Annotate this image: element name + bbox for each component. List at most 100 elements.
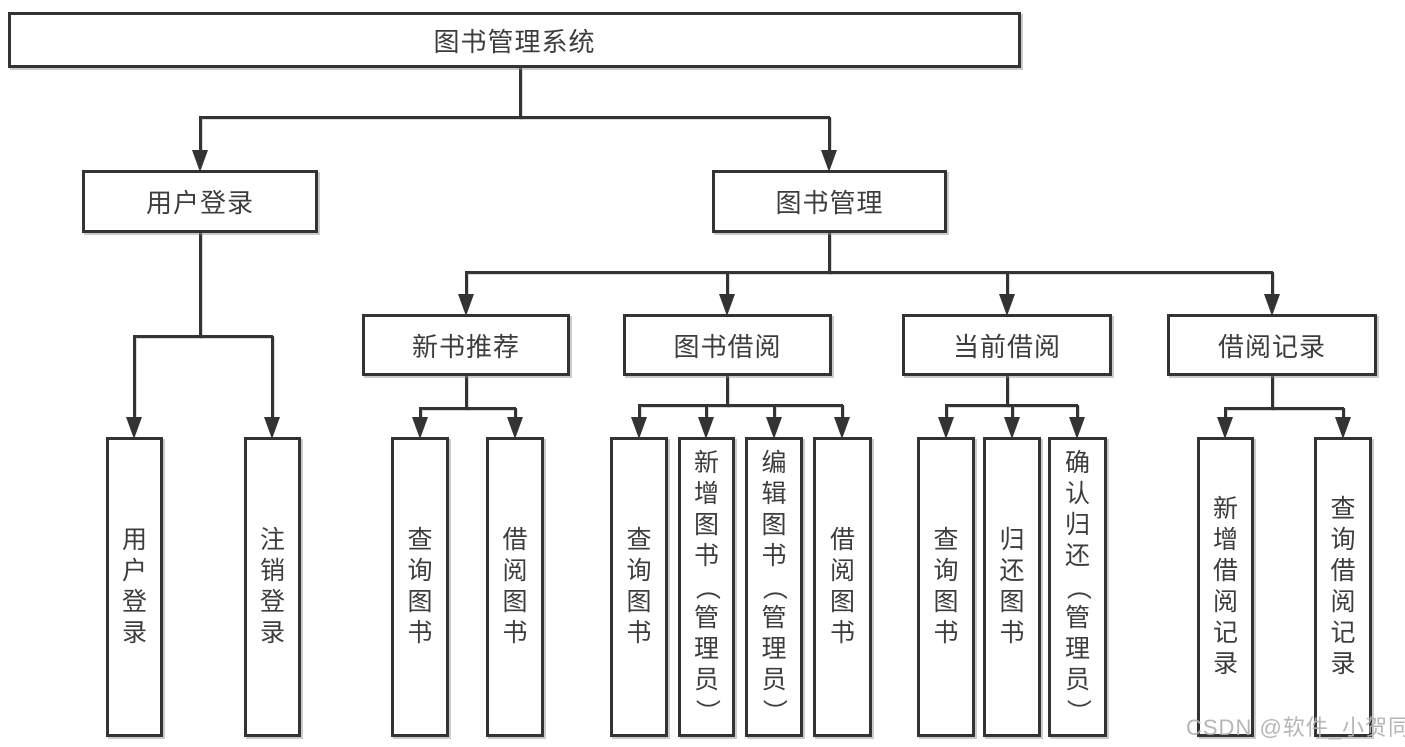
label-char: 书 [626, 619, 652, 647]
node-library-system: 图书管理系统 [8, 12, 1021, 68]
node-edit-books-admin: 编辑图书（管理员） [745, 437, 803, 737]
node-label: 借阅图书 [502, 440, 527, 734]
arrow-down-icon [264, 417, 280, 439]
connector-drop [271, 336, 274, 423]
label-char: 归 [1064, 510, 1090, 539]
label-char: 查 [1330, 495, 1356, 523]
node-label: 注销登录 [260, 440, 285, 734]
label-char: 录 [1212, 650, 1238, 678]
arrow-down-icon [126, 417, 142, 439]
connector-stem [1006, 376, 1009, 407]
connector-branch [419, 407, 516, 410]
arrow-down-icon [192, 150, 208, 172]
arrow-down-icon [938, 417, 954, 439]
label-char: 询 [1330, 526, 1356, 554]
label-char: 阅 [1212, 588, 1238, 616]
label-char: 辑 [761, 479, 787, 508]
label-char: 用 [121, 526, 147, 554]
label-char: 询 [626, 557, 652, 585]
node-label: 新书推荐 [411, 331, 520, 362]
node-return-books: 归还图书 [983, 437, 1041, 737]
arrow-down-icon [698, 417, 714, 439]
connector-drop [1224, 408, 1227, 423]
label-char: 员 [693, 665, 719, 694]
label-char: 编 [761, 448, 787, 477]
label-char: 新 [693, 448, 719, 477]
label-char: 销 [259, 557, 285, 585]
label-char: 图 [999, 588, 1025, 616]
label-char: 借 [1212, 557, 1238, 585]
label-char: 员 [761, 665, 787, 694]
connector-drop [465, 272, 468, 300]
label-char: 记 [1212, 619, 1238, 647]
node-current-borrow: 当前借阅 [902, 314, 1112, 376]
label-char: ） [692, 698, 721, 724]
label-char: 理 [761, 634, 787, 663]
connector-branch [133, 335, 273, 338]
node-label: 编辑图书（管理员） [760, 440, 788, 734]
node-query-books-current: 查询图书 [917, 437, 975, 737]
node-user-login-op: 用户登录 [106, 437, 163, 737]
label-char: 记 [1330, 619, 1356, 647]
label-char: 图 [933, 588, 959, 616]
node-label: 查询借阅记录 [1330, 440, 1355, 734]
label-char: 管 [693, 603, 719, 632]
label-char: 阅 [1330, 588, 1356, 616]
node-book-borrow: 图书借阅 [623, 314, 832, 376]
label-char: 查 [626, 526, 652, 554]
connector-drop [514, 408, 517, 423]
label-char: 增 [1212, 526, 1238, 554]
node-add-borrow-record: 新增借阅记录 [1197, 437, 1254, 737]
label-char: 书 [829, 619, 855, 647]
arrow-down-icon [766, 417, 782, 439]
node-label: 借阅记录 [1217, 331, 1326, 362]
label-char: 还 [999, 557, 1025, 585]
connector-drop [841, 405, 844, 423]
connector-branch [465, 271, 1273, 274]
arrow-down-icon [1004, 417, 1020, 439]
label-char: 注 [259, 526, 285, 554]
label-char: 理 [693, 634, 719, 663]
node-query-books-recommend: 查询图书 [391, 437, 449, 737]
label-char: 认 [1064, 479, 1090, 508]
arrow-down-icon [412, 417, 428, 439]
node-label: 用户登录 [122, 440, 147, 734]
connector-drop [1342, 408, 1345, 423]
arrow-down-icon [719, 294, 735, 316]
arrow-down-icon [1217, 417, 1233, 439]
label-char: 理 [1064, 634, 1090, 663]
connector-drop [945, 405, 948, 423]
node-borrow-books-borrow: 借阅图书 [813, 437, 872, 737]
label-char: 借 [502, 526, 528, 554]
connector-stem [465, 376, 468, 410]
connector-drop [638, 405, 641, 423]
label-char: 书 [999, 619, 1025, 647]
connector-drop [773, 405, 776, 423]
node-add-books-admin: 新增图书（管理员） [678, 437, 735, 737]
label-char: （ [692, 574, 721, 600]
label-char: 借 [1330, 557, 1356, 585]
label-char: 询 [407, 557, 433, 585]
arrow-down-icon [458, 294, 474, 316]
connector-stem [519, 68, 522, 119]
label-char: 查 [933, 526, 959, 554]
label-char: 书 [407, 619, 433, 647]
label-char: 增 [693, 479, 719, 508]
label-char: 登 [121, 588, 147, 616]
label-char: 新 [1212, 495, 1238, 523]
label-char: 图 [829, 588, 855, 616]
node-query-borrow-record: 查询借阅记录 [1314, 437, 1372, 737]
node-borrow-books-recommend: 借阅图书 [486, 437, 544, 737]
connector-drop [1271, 272, 1274, 300]
label-char: 还 [1064, 541, 1090, 570]
node-book-management: 图书管理 [712, 170, 947, 233]
label-char: 录 [1330, 650, 1356, 678]
label-char: 图 [626, 588, 652, 616]
connector-drop [1006, 272, 1009, 300]
node-label: 归还图书 [999, 440, 1024, 734]
label-char: 书 [693, 541, 719, 570]
connector-drop [828, 117, 831, 156]
connector-branch [638, 404, 843, 407]
label-char: 图 [761, 510, 787, 539]
